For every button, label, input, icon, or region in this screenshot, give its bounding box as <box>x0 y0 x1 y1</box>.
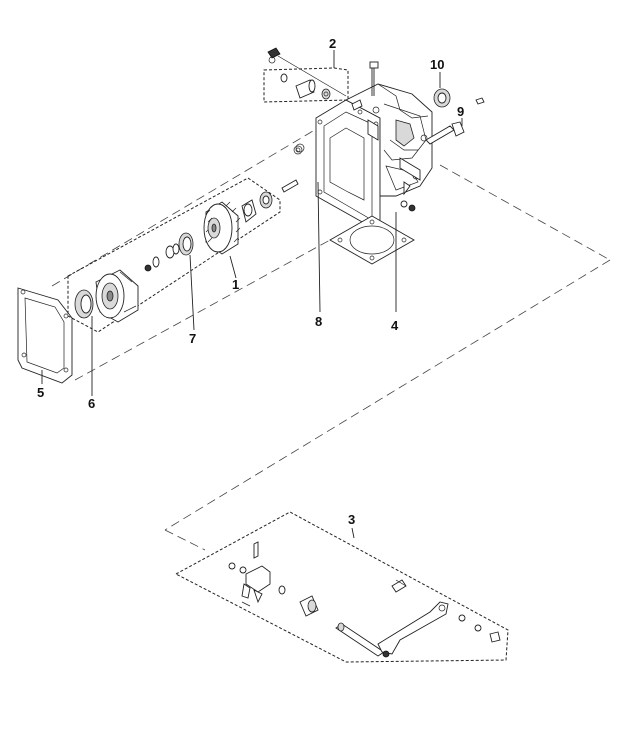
part-9-shaft <box>425 97 485 145</box>
callout-8: 8 <box>315 314 322 329</box>
part-2-components <box>267 47 363 111</box>
part-10-seal <box>433 72 451 108</box>
callout-2: 2 <box>329 36 336 51</box>
part-3-assembly-box <box>174 511 509 663</box>
explosion-guide-lines <box>51 127 611 551</box>
part-7-bearing <box>178 232 195 331</box>
callout-6: 6 <box>88 396 95 411</box>
part-6-seal <box>74 289 94 396</box>
part-4-gasket <box>329 212 415 312</box>
part-1-clutch-shoe <box>241 191 273 223</box>
callout-4: 4 <box>391 318 399 333</box>
part-2-assembly-box <box>263 50 349 103</box>
housing-hardware <box>295 143 416 212</box>
part-3-shift-lever <box>228 541 501 658</box>
part-dowel-pin <box>281 145 303 193</box>
gearbox-housing <box>345 83 433 197</box>
housing-top-bolt <box>369 61 379 96</box>
part-1-assembly-box <box>67 177 281 333</box>
part-5-end-cover <box>17 287 73 384</box>
part-1-nut-washer <box>144 243 180 272</box>
part-1-toothed-pulley <box>203 201 241 255</box>
callout-5: 5 <box>37 385 44 400</box>
callout-3: 3 <box>348 512 355 527</box>
callout-10: 10 <box>430 57 444 72</box>
callout-1: 1 <box>232 277 239 292</box>
part-1-clutch-drum <box>95 269 139 323</box>
callout-7: 7 <box>189 331 196 346</box>
callout-9: 9 <box>457 104 464 119</box>
